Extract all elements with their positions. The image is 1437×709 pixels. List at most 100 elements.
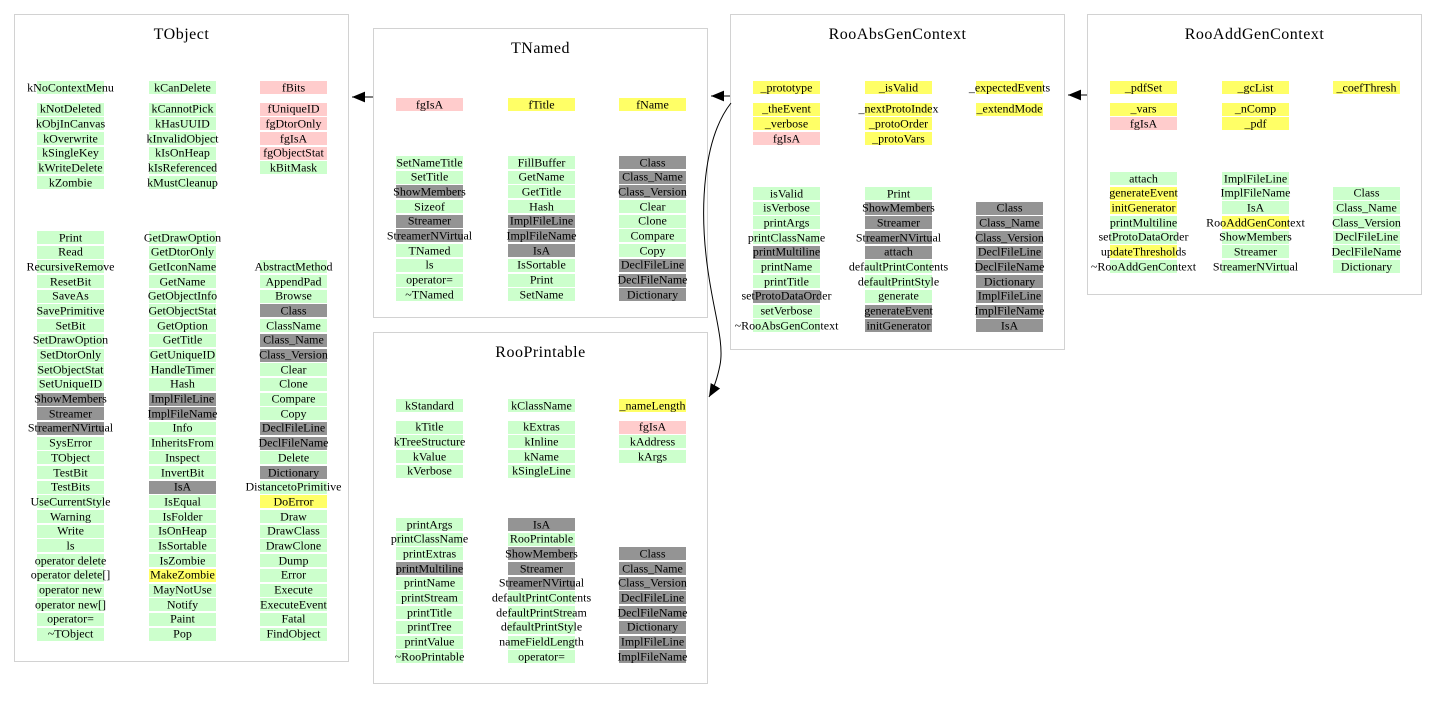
member-GetDrawOption[interactable]: GetDrawOption bbox=[144, 231, 221, 244]
member-IsEqual[interactable]: IsEqual bbox=[149, 495, 216, 509]
member-fgIsA[interactable]: fgIsA bbox=[753, 132, 820, 146]
member-StreamerNVirtual[interactable]: StreamerNVirtual bbox=[1213, 260, 1298, 274]
member-Error[interactable]: Error bbox=[260, 568, 327, 582]
member-_nameLength[interactable]: _nameLength bbox=[619, 399, 686, 412]
member-ls[interactable]: ls bbox=[37, 539, 104, 553]
member-kZombie[interactable]: kZombie bbox=[37, 176, 104, 190]
member-ShowMembers[interactable]: ShowMembers bbox=[862, 201, 935, 215]
member-Notify[interactable]: Notify bbox=[149, 598, 216, 612]
member-Fatal[interactable]: Fatal bbox=[260, 612, 327, 626]
member-SetDrawOption[interactable]: SetDrawOption bbox=[33, 333, 108, 347]
member-IsA[interactable]: IsA bbox=[1222, 201, 1289, 215]
member-~RooPrintable[interactable]: ~RooPrintable bbox=[395, 650, 464, 664]
class-title-rooabsgencontext[interactable]: RooAbsGenContext bbox=[828, 26, 967, 43]
member-kExtras[interactable]: kExtras bbox=[508, 420, 575, 434]
member-SavePrimitive[interactable]: SavePrimitive bbox=[37, 304, 105, 318]
member-operator=[interactable]: operator= bbox=[396, 273, 463, 287]
member-isValid[interactable]: isValid bbox=[753, 187, 820, 200]
member-generateEvent[interactable]: generateEvent bbox=[864, 304, 933, 318]
member-GetTitle[interactable]: GetTitle bbox=[149, 333, 216, 347]
member-Read[interactable]: Read bbox=[37, 245, 104, 259]
member-IsA[interactable]: IsA bbox=[976, 319, 1043, 333]
member-printValue[interactable]: printValue bbox=[396, 635, 463, 649]
member-printTitle[interactable]: printTitle bbox=[753, 275, 820, 289]
member-GetOption[interactable]: GetOption bbox=[149, 319, 216, 333]
member-Warning[interactable]: Warning bbox=[37, 510, 104, 524]
member-setProtoDataOrder[interactable]: setProtoDataOrder bbox=[1099, 230, 1188, 244]
member-~RooAddGenContext[interactable]: ~RooAddGenContext bbox=[1091, 260, 1196, 274]
member-Streamer[interactable]: Streamer bbox=[508, 562, 575, 576]
member-operator=[interactable]: operator= bbox=[508, 650, 575, 664]
member-operator=[interactable]: operator= bbox=[37, 612, 104, 626]
member-Class_Version[interactable]: Class_Version bbox=[975, 231, 1044, 245]
member-Class_Name[interactable]: Class_Name bbox=[619, 562, 686, 576]
member-SaveAs[interactable]: SaveAs bbox=[37, 289, 104, 303]
member-Compare[interactable]: Compare bbox=[260, 392, 327, 406]
member-Sizeof[interactable]: Sizeof bbox=[396, 200, 463, 214]
member-Dump[interactable]: Dump bbox=[260, 554, 327, 568]
member-kTitle[interactable]: kTitle bbox=[396, 420, 463, 434]
member-ShowMembers[interactable]: ShowMembers bbox=[393, 185, 466, 199]
member-kValue[interactable]: kValue bbox=[396, 450, 463, 464]
class-title-rooprintable[interactable]: RooPrintable bbox=[495, 344, 586, 361]
member-fUniqueID[interactable]: fUniqueID bbox=[260, 102, 327, 116]
member-kObjInCanvas[interactable]: kObjInCanvas bbox=[36, 117, 105, 131]
member-ImplFileLine[interactable]: ImplFileLine bbox=[149, 392, 216, 406]
member-DeclFileName[interactable]: DeclFileName bbox=[975, 260, 1044, 274]
member-fgDtorOnly[interactable]: fgDtorOnly bbox=[260, 117, 327, 131]
member-IsA[interactable]: IsA bbox=[508, 244, 575, 258]
member-kAddress[interactable]: kAddress bbox=[619, 435, 686, 449]
member-GetIconName[interactable]: GetIconName bbox=[149, 260, 216, 274]
member-RecursiveRemove[interactable]: RecursiveRemove bbox=[27, 260, 114, 274]
member-_extendMode[interactable]: _extendMode bbox=[976, 102, 1043, 116]
member-ImplFileName[interactable]: ImplFileName bbox=[975, 304, 1044, 318]
member-operator new[][interactable]: operator new[] bbox=[35, 598, 106, 612]
member-Streamer[interactable]: Streamer bbox=[396, 214, 463, 228]
member-IsSortable[interactable]: IsSortable bbox=[508, 258, 575, 272]
member-Print[interactable]: Print bbox=[508, 273, 575, 287]
member-SetName[interactable]: SetName bbox=[508, 288, 575, 302]
member-DeclFileLine[interactable]: DeclFileLine bbox=[619, 591, 686, 605]
member-GetName[interactable]: GetName bbox=[508, 170, 575, 184]
member-GetName[interactable]: GetName bbox=[149, 275, 216, 289]
member-ShowMembers[interactable]: ShowMembers bbox=[1219, 230, 1292, 244]
class-title-tnamed[interactable]: TNamed bbox=[511, 40, 570, 57]
member-ImplFileName[interactable]: ImplFileName bbox=[1221, 186, 1290, 200]
member-Copy[interactable]: Copy bbox=[619, 244, 686, 258]
member-operator delete[interactable]: operator delete bbox=[35, 554, 106, 568]
member-kCanDelete[interactable]: kCanDelete bbox=[149, 81, 216, 94]
member-ImplFileLine[interactable]: ImplFileLine bbox=[976, 289, 1043, 303]
member-SysError[interactable]: SysError bbox=[37, 436, 104, 450]
member-_pdf[interactable]: _pdf bbox=[1222, 117, 1289, 131]
member-nameFieldLength[interactable]: nameFieldLength bbox=[499, 635, 584, 649]
member-kCannotPick[interactable]: kCannotPick bbox=[149, 102, 216, 116]
member-SetUniqueID[interactable]: SetUniqueID bbox=[37, 377, 104, 391]
member-SetDtorOnly[interactable]: SetDtorOnly bbox=[37, 348, 104, 362]
member-HandleTimer[interactable]: HandleTimer bbox=[149, 363, 216, 377]
member-generateEvent[interactable]: generateEvent bbox=[1109, 186, 1178, 200]
member-Class[interactable]: Class bbox=[619, 547, 686, 561]
member-UseCurrentStyle[interactable]: UseCurrentStyle bbox=[31, 495, 111, 509]
member-IsA[interactable]: IsA bbox=[508, 518, 575, 531]
member-IsZombie[interactable]: IsZombie bbox=[149, 554, 216, 568]
member-Dictionary[interactable]: Dictionary bbox=[976, 275, 1043, 289]
member-ClassName[interactable]: ClassName bbox=[260, 319, 327, 333]
member-_pdfSet[interactable]: _pdfSet bbox=[1110, 81, 1177, 94]
member-Print[interactable]: Print bbox=[865, 187, 932, 200]
member-kInvalidObject[interactable]: kInvalidObject bbox=[147, 132, 218, 146]
member-kBitMask[interactable]: kBitMask bbox=[260, 161, 327, 175]
member-printStream[interactable]: printStream bbox=[396, 591, 463, 605]
member-kSingleLine[interactable]: kSingleLine bbox=[508, 464, 575, 478]
member-ShowMembers[interactable]: ShowMembers bbox=[505, 547, 578, 561]
member-kVerbose[interactable]: kVerbose bbox=[396, 464, 463, 478]
member-kClassName[interactable]: kClassName bbox=[508, 399, 575, 412]
member-~TNamed[interactable]: ~TNamed bbox=[396, 288, 463, 302]
member-printExtras[interactable]: printExtras bbox=[396, 547, 463, 561]
member-SetObjectStat[interactable]: SetObjectStat bbox=[37, 363, 104, 377]
member-Class_Version[interactable]: Class_Version bbox=[618, 576, 687, 590]
member-Pop[interactable]: Pop bbox=[149, 627, 216, 641]
member-Print[interactable]: Print bbox=[37, 231, 104, 244]
member-DeclFileName[interactable]: DeclFileName bbox=[618, 606, 687, 620]
member-DeclFileLine[interactable]: DeclFileLine bbox=[976, 245, 1043, 259]
member-generate[interactable]: generate bbox=[865, 289, 932, 303]
